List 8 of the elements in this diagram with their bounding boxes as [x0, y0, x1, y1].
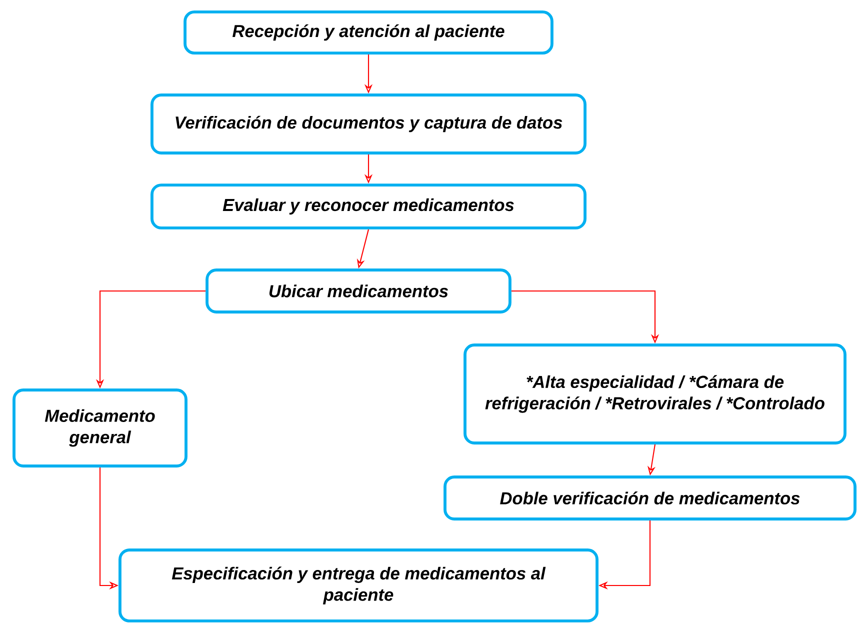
process-box: *Alta especialidad / *Cámara de refrigeración / *Retrovirales / *Controlado — [464, 344, 846, 444]
process-box: Doble verificación de medicamentos — [444, 476, 856, 520]
process-box: Especificación y entrega de medicamentos al paciente — [118, 548, 598, 622]
process-box: Medicamento general — [12, 388, 188, 468]
process-box: Evaluar y reconocer medicamentos — [150, 184, 586, 230]
process-box: Ubicar medicamentos — [206, 268, 512, 314]
process-box: Verificación de documentos y captura de datos — [150, 94, 586, 154]
process-box: Recepción y atención al paciente — [184, 10, 554, 54]
